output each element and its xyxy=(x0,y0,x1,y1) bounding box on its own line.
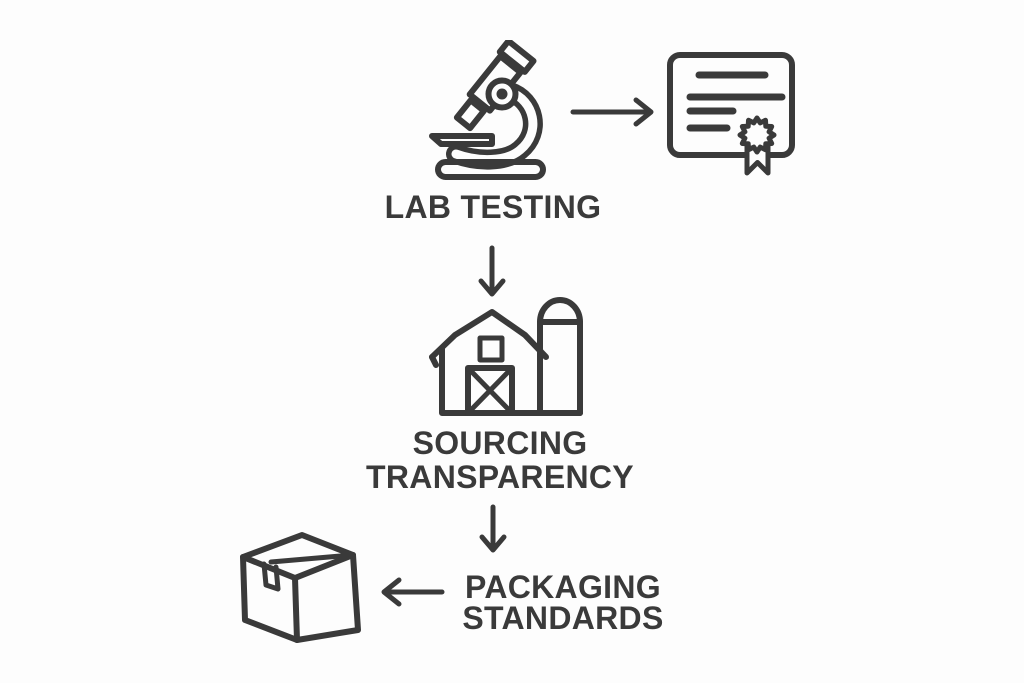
down-arrow-icon xyxy=(478,245,506,297)
step-label-packaging-standards: PACKAGING STANDARDS xyxy=(413,569,713,636)
package-box-icon xyxy=(240,532,361,643)
microscope-icon xyxy=(429,40,546,180)
step-label-sourcing-transparency: SOURCING TRANSPARENCY xyxy=(320,426,680,494)
step-label-text: TRANSPARENCY xyxy=(366,459,634,495)
step-label-text: PACKAGING xyxy=(465,569,661,605)
down-arrow-icon xyxy=(479,504,507,553)
step-label-text: SOURCING xyxy=(412,425,588,461)
certificate-icon xyxy=(667,52,795,176)
step-label-text: LAB TESTING xyxy=(384,189,602,225)
step-label-lab-testing: LAB TESTING xyxy=(333,191,653,224)
right-arrow-icon xyxy=(570,97,654,127)
left-arrow-icon xyxy=(381,577,445,607)
barn-icon xyxy=(429,297,583,416)
step-label-text: STANDARDS xyxy=(462,600,664,636)
